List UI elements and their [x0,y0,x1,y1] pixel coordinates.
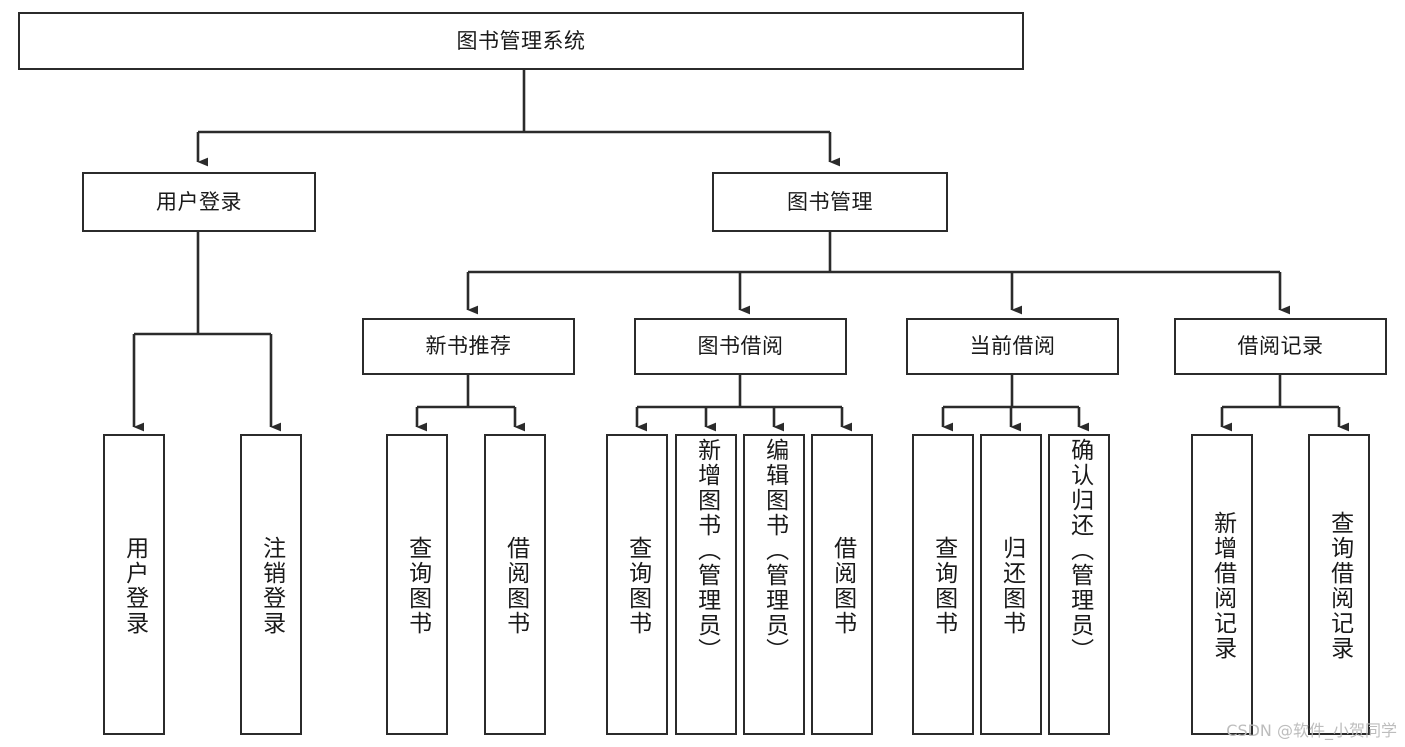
node-leaf-edit-book-label: 编辑图书（管理员） [761,438,788,663]
node-leaf-borrow-book-1-label: 借阅图书 [502,535,529,636]
node-leaf-return-book-label: 归还图书 [998,535,1025,636]
node-leaf-query-book-1-label: 查询图书 [404,535,431,636]
node-root-label: 图书管理系统 [456,28,586,53]
node-borrow-record-label: 借阅记录 [1237,334,1324,359]
node-leaf-borrow-book-1[interactable]: 借阅图书 [484,434,546,735]
node-leaf-return-book[interactable]: 归还图书 [980,434,1042,735]
node-root[interactable]: 图书管理系统 [18,12,1024,70]
node-leaf-query-book-3[interactable]: 查询图书 [912,434,974,735]
node-leaf-query-book-3-label: 查询图书 [930,535,957,636]
node-leaf-edit-book[interactable]: 编辑图书（管理员） [743,434,805,735]
node-leaf-user-logout[interactable]: 注销登录 [240,434,302,735]
node-leaf-confirm-return-label: 确认归还（管理员） [1066,438,1093,663]
node-new-book-recommend-label: 新书推荐 [425,334,512,359]
node-leaf-query-book-2[interactable]: 查询图书 [606,434,668,735]
node-user-login-label: 用户登录 [156,189,242,214]
node-leaf-query-record[interactable]: 查询借阅记录 [1308,434,1370,735]
node-book-borrow-label: 图书借阅 [697,334,784,359]
node-leaf-query-record-label: 查询借阅记录 [1326,510,1353,661]
node-leaf-user-login-label: 用户登录 [121,535,148,636]
node-current-borrow-label: 当前借阅 [969,334,1056,359]
node-borrow-record[interactable]: 借阅记录 [1174,318,1387,375]
node-book-borrow[interactable]: 图书借阅 [634,318,847,375]
node-new-book-recommend[interactable]: 新书推荐 [362,318,575,375]
node-user-login[interactable]: 用户登录 [82,172,316,232]
node-leaf-user-login[interactable]: 用户登录 [103,434,165,735]
node-leaf-confirm-return[interactable]: 确认归还（管理员） [1048,434,1110,735]
node-leaf-user-logout-label: 注销登录 [258,535,285,636]
node-leaf-borrow-book-2-label: 借阅图书 [829,535,856,636]
node-leaf-add-book[interactable]: 新增图书（管理员） [675,434,737,735]
node-leaf-query-book-2-label: 查询图书 [624,535,651,636]
node-leaf-add-record[interactable]: 新增借阅记录 [1191,434,1253,735]
node-book-manage[interactable]: 图书管理 [712,172,948,232]
node-book-manage-label: 图书管理 [787,189,873,214]
node-leaf-query-book-1[interactable]: 查询图书 [386,434,448,735]
node-current-borrow[interactable]: 当前借阅 [906,318,1119,375]
node-leaf-add-record-label: 新增借阅记录 [1209,510,1236,661]
node-leaf-add-book-label: 新增图书（管理员） [693,438,720,663]
node-leaf-borrow-book-2[interactable]: 借阅图书 [811,434,873,735]
